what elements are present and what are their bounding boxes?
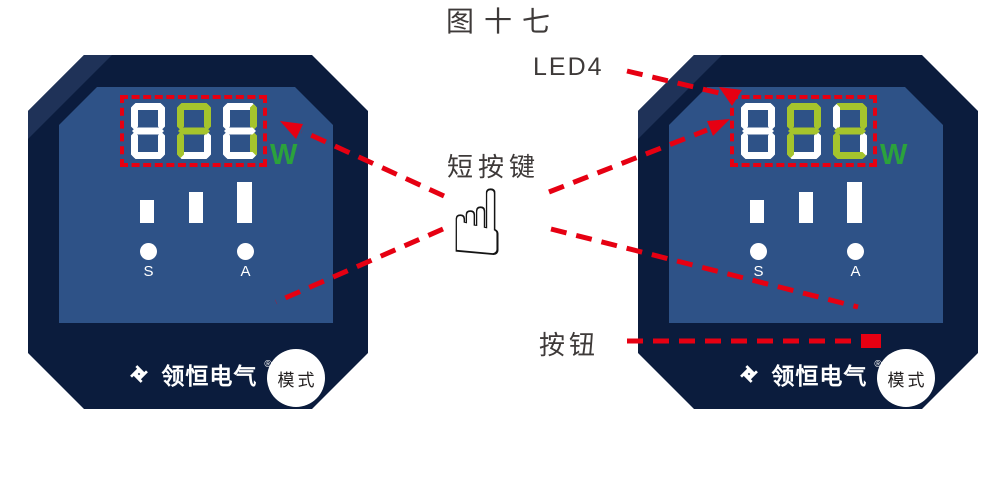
button-label: 按钮 <box>539 330 600 360</box>
signal-bar <box>750 200 764 223</box>
brand-logo: 领恒电气 ® <box>638 357 978 391</box>
indicator-label-s: S <box>753 263 764 280</box>
device-face: W S A <box>669 87 943 323</box>
indicator-label-a: A <box>240 263 251 280</box>
short-press-label: 短按键 <box>447 152 541 182</box>
signal-bars <box>750 179 862 223</box>
indicator-dot-a <box>237 243 254 260</box>
display-digits <box>128 100 260 162</box>
seven-segment-digit <box>832 103 867 159</box>
mode-button[interactable]: 模式 <box>877 349 935 407</box>
seven-segment-digit <box>786 103 821 159</box>
indicator-label-s: S <box>143 263 154 280</box>
watt-unit-label: W <box>270 139 298 171</box>
mode-button-label: 模式 <box>277 370 318 390</box>
signal-bar <box>237 182 252 223</box>
brand-logo: 领恒电气 ® <box>28 357 368 391</box>
device-panel-right: W S A 模式 领恒电气 ® <box>638 55 978 409</box>
brand-logo-icon <box>740 365 759 383</box>
signal-bar <box>188 192 203 223</box>
signal-bars <box>140 179 252 223</box>
mode-button-label: 模式 <box>887 370 928 390</box>
brand-logo-icon <box>130 365 149 383</box>
mode-button[interactable]: 模式 <box>267 349 325 407</box>
seven-segment-digit <box>176 103 211 159</box>
signal-bar <box>140 200 154 223</box>
brand-name: 领恒电气 <box>771 363 868 389</box>
led-display <box>120 95 267 167</box>
indicator-label-a: A <box>850 263 861 280</box>
display-digits <box>738 100 870 162</box>
seven-segment-digit <box>130 103 165 159</box>
brand-name: 领恒电气 <box>161 363 258 389</box>
indicator-dot-a <box>847 243 864 260</box>
led-display <box>730 95 877 167</box>
seven-segment-digit <box>740 103 775 159</box>
signal-bar <box>798 192 813 223</box>
indicator-dot-s <box>140 243 157 260</box>
device-face: W S A <box>59 87 333 323</box>
pointing-hand-icon: ☝ <box>449 170 506 277</box>
watt-unit-label: W <box>880 139 908 171</box>
figure-caption: 图十七 <box>445 6 560 37</box>
led4-label: LED4 <box>533 53 604 81</box>
device-panel-left: W S A 模式 领恒电气 ® <box>28 55 368 409</box>
registered-mark: ® <box>264 359 272 370</box>
seven-segment-digit <box>222 103 257 159</box>
indicator-dot-s <box>750 243 767 260</box>
registered-mark: ® <box>874 359 882 370</box>
signal-bar <box>847 182 862 223</box>
